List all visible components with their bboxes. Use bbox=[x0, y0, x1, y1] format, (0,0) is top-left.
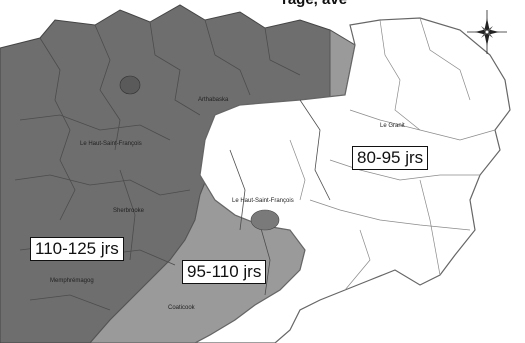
lake-shape bbox=[119, 75, 141, 95]
region-label-le-granit: Le Granit bbox=[380, 123, 405, 129]
cropped-title: rage, ave bbox=[282, 0, 347, 8]
zone-label-95-110: 95-110 jrs bbox=[182, 260, 267, 284]
region-label-haut-saint-francois-lower: Le Haut-Saint-François bbox=[232, 198, 294, 204]
region-label-arthabaska: Arthabaska bbox=[198, 97, 229, 103]
region-label-sherbrooke: Sherbrooke bbox=[113, 208, 145, 214]
zone-label-80-95: 80-95 jrs bbox=[352, 146, 429, 170]
lake-shape bbox=[250, 209, 280, 231]
region-label-haut-saint-francois-upper: Le Haut-Saint-François bbox=[80, 141, 142, 147]
region-label-memphremagog: Memphrémagog bbox=[50, 278, 94, 284]
compass-rose-icon bbox=[467, 10, 507, 54]
zone-light-area bbox=[194, 17, 511, 343]
zone-label-110-125: 110-125 jrs bbox=[30, 237, 124, 261]
region-label-coaticook: Coaticook bbox=[168, 305, 196, 311]
light-zone-boundaries bbox=[289, 17, 496, 291]
